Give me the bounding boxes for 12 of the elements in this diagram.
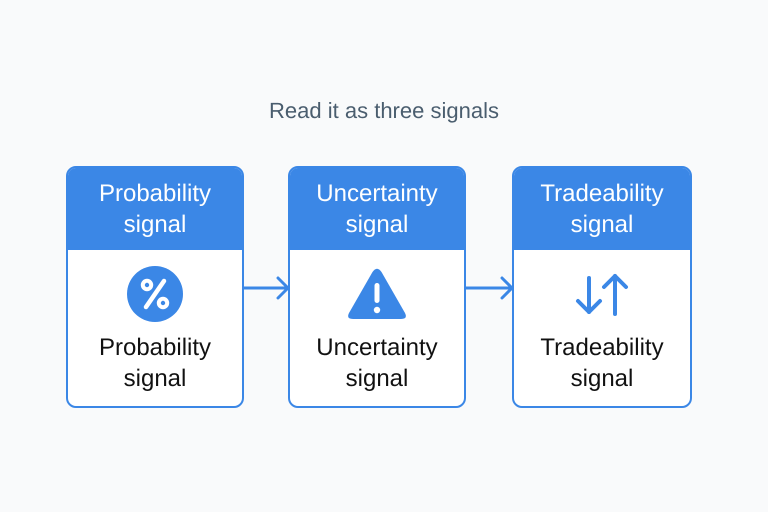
card-label: Uncertainty signal [315, 333, 439, 394]
card-title: Tradeability signal [539, 179, 665, 240]
card-label: Tradeability signal [539, 333, 665, 394]
card-title: Uncertainty signal [315, 179, 439, 240]
diagram-title: Read it as three signals [269, 97, 499, 125]
signal-card [512, 166, 692, 408]
arrow [244, 276, 290, 300]
signal-card [288, 166, 466, 408]
arrow [466, 276, 514, 300]
signal-card [66, 166, 244, 408]
card-title: Probability signal [98, 179, 212, 240]
card-label: Probability signal [98, 333, 212, 394]
